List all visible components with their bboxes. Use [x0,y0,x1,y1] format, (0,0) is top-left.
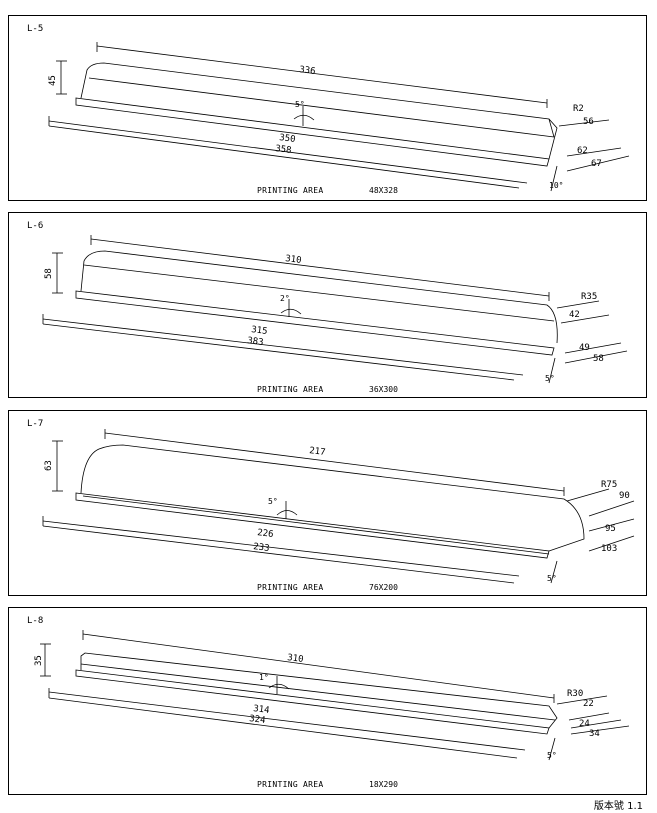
printing-area-label: PRINTING AREA [257,780,324,789]
dim-top-length: 336 [299,65,316,77]
dim-d3: 58 [593,354,604,364]
drawing-l8: 310 314 324 35 R30 22 24 34 5° 1° [34,630,630,761]
printing-area-value: 76X200 [369,583,398,592]
drawing-l5: 336 350 358 45 R2 56 62 67 10° 5° [48,42,630,192]
dim-top-length: 310 [285,254,302,266]
dim-bottom-length: 358 [275,144,292,156]
model-id: L-6 [27,221,44,231]
dim-radius: R2 [573,104,584,114]
dim-mid-length: 350 [279,133,296,145]
dim-top-length: 310 [287,653,304,665]
dim-bottom-length: 324 [249,714,266,726]
dim-height: 45 [48,75,58,86]
dim-d3: 34 [589,729,600,739]
dim-d2: 62 [577,146,588,156]
dim-d3: 103 [601,544,617,554]
product-panel-l7: L-7 217 226 233 63 R75 90 95 103 5° 5° [8,410,647,596]
version-label: 版本號 1.1 [593,801,643,812]
dim-radius: R75 [601,480,617,490]
printing-area-label: PRINTING AREA [257,385,324,394]
product-panel-l8: L-8 310 314 324 35 R30 22 24 34 5° 1° [8,607,647,795]
dim-draft-angle: 2° [280,294,290,303]
dim-draft-angle: 5° [268,497,278,506]
printing-area-value: 36X300 [369,385,398,394]
printing-area-label: PRINTING AREA [257,583,324,592]
product-panel-l6: L-6 310 315 383 58 R35 42 49 58 5° 2° [8,212,647,398]
dim-mid-length: 314 [253,704,270,716]
dim-d3: 67 [591,159,602,169]
dim-d1: 22 [583,699,594,709]
dim-bottom-length: 383 [247,336,264,348]
dim-radius: R35 [581,292,597,302]
model-id: L-8 [27,616,44,626]
dim-d1: 90 [619,491,630,501]
drawing-l6: 310 315 383 58 R35 42 49 58 5° 2° [42,235,628,384]
dim-mid-length: 226 [257,528,274,540]
dim-d2: 24 [579,719,590,729]
drawing-l7: 217 226 233 63 R75 90 95 103 5° 5° [42,429,635,584]
printing-area-value: 18X290 [369,780,398,789]
dim-height: 35 [34,655,44,666]
dim-d2: 49 [579,343,590,353]
dim-d1: 42 [569,310,580,320]
dim-bottom-length: 233 [253,542,270,554]
dim-side-angle: 5° [545,374,555,383]
printing-area-value: 48X328 [369,186,398,195]
dim-side-angle: 5° [547,751,557,760]
dim-height: 63 [44,460,54,471]
printing-area-label: PRINTING AREA [257,186,324,195]
model-id: L-7 [27,419,44,429]
dim-mid-length: 315 [251,325,268,337]
dim-d1: 56 [583,117,594,127]
dim-draft-angle: 5° [295,100,305,109]
dim-side-angle: 10° [549,181,563,190]
dim-d2: 95 [605,524,616,534]
model-id: L-5 [27,24,44,34]
product-panel-l5: L-5 336 350 358 45 R2 56 6 [8,15,647,201]
dim-top-length: 217 [309,446,326,458]
dim-side-angle: 5° [547,574,557,583]
dim-radius: R30 [567,689,583,699]
dim-height: 58 [44,268,54,279]
dim-draft-angle: 1° [259,673,269,682]
